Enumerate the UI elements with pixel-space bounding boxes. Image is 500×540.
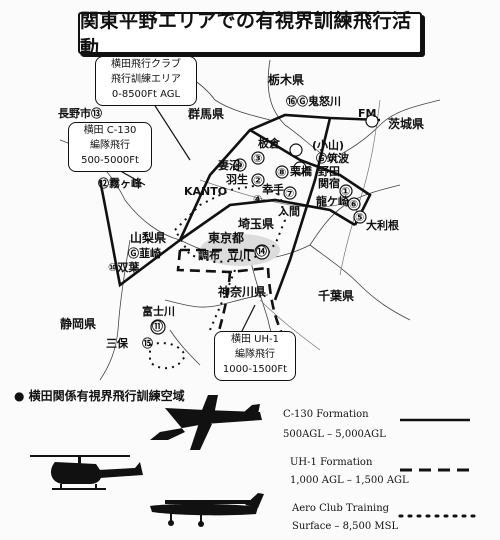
label-saitama: 埼玉県	[238, 217, 275, 231]
legend-c130: C-130 Formation 500AGL – 5,000AGL	[283, 408, 386, 442]
site-tachikawa: 立川	[228, 249, 250, 262]
rivers	[199, 99, 381, 351]
uh1-callout: 横田 UH-1 編隊飛行 1000-1500Ft	[214, 331, 296, 381]
marker-14: ⑭	[256, 245, 267, 258]
site-oyama: (小山)	[312, 139, 345, 152]
legend-uh1-line-2: 1,000 AGL – 1,500 AGL	[290, 475, 409, 486]
uh1-callout-line-3: 1000-1500Ft	[222, 364, 288, 375]
label-tokyo: 東京都	[208, 231, 245, 245]
marker-5: ⑤	[355, 211, 365, 224]
legend-aero-club: Aero Club Training Surface – 8,500 MSL	[292, 502, 398, 534]
legend-aero-line-1: Aero Club Training	[292, 503, 390, 514]
aero-club-silhouette	[150, 493, 264, 527]
site-hanyu: 羽生	[226, 173, 248, 186]
site-fm: FM	[358, 107, 377, 120]
site-noda: 野田	[318, 165, 340, 178]
marker-8: ⑧	[277, 166, 287, 179]
label-chiba: 千葉県	[318, 289, 355, 303]
legend-c130-line-2: 500AGL – 5,000AGL	[283, 429, 386, 440]
site-fujikawa: 富士川	[142, 305, 175, 318]
site-otone: 大利根	[366, 219, 399, 232]
marker-1: ①	[341, 185, 351, 198]
site-ryugasaki: 龍ケ崎	[316, 195, 349, 208]
label-yamanashi: 山梨県	[130, 231, 167, 245]
site-sekiyado: 関宿	[318, 177, 340, 190]
c130-callout-line-2: 編隊飛行	[90, 140, 130, 151]
map-title: 関東平野エリアでの有視界訓練飛行活動	[80, 10, 412, 59]
site-iruma: 入間	[278, 205, 300, 218]
site-chofu: 調布	[198, 249, 220, 262]
uh1-silhouette	[30, 455, 143, 490]
site-tsukuba: Ⓖ筑波	[316, 152, 349, 165]
label-tochigi: 栃木県	[268, 73, 305, 87]
label-shizuoka: 静岡県	[60, 317, 97, 331]
marker-11: ⑪	[152, 320, 163, 333]
site-markers	[150, 114, 379, 335]
c130-silhouette	[150, 395, 262, 450]
site-tsumagoi: 妻沼	[218, 159, 240, 172]
site-satte: 幸手	[262, 183, 284, 196]
site-miho: 三保	[106, 337, 128, 350]
marker-9: ⑨	[235, 159, 245, 172]
title-box: 関東平野エリアでの有視界訓練飛行活動	[78, 10, 422, 59]
site-nirasaki: Ⓖ韮崎	[128, 247, 161, 260]
site-kinugawa: ⑯Ⓖ鬼怒川	[286, 95, 341, 108]
site-futaba: ⑩双葉	[108, 261, 140, 274]
uh1-callout-line-1: 横田 UH-1	[231, 334, 279, 345]
c130-callout-line-3: 500-5000Ft	[81, 155, 139, 166]
marker-6: ⑥	[349, 198, 359, 211]
marker-7: ⑦	[285, 187, 295, 200]
marker-3: ③	[253, 152, 263, 165]
site-kanto: KANTO	[184, 185, 228, 198]
site-itakura: 板倉	[258, 137, 280, 150]
marker-4: ④	[253, 193, 263, 206]
aero-club-callout-line-2: 飛行訓練エリア	[111, 74, 181, 85]
uh1-callout-line-2: 編隊飛行	[235, 349, 275, 360]
site-kurihashi: 栗橋	[290, 165, 312, 178]
aero-club-route	[149, 183, 287, 370]
site-kirigamine: ⑫霧ヶ峰	[98, 177, 142, 190]
marker-15: ⑮	[142, 337, 153, 350]
label-kanagawa: 神奈川県	[218, 285, 267, 299]
aero-club-callout: 横田飛行クラブ 飛行訓練エリア 0-8500Ft AGL	[95, 56, 197, 106]
legend-aero-line-2: Surface – 8,500 MSL	[292, 521, 399, 532]
marker-2: ②	[253, 174, 263, 187]
site-nagano: 長野市⑬	[58, 107, 102, 120]
legend-c130-line-1: C-130 Formation	[283, 409, 369, 420]
c130-route	[98, 113, 381, 301]
legend-uh1: UH-1 Formation 1,000 AGL – 1,500 AGL	[290, 456, 409, 488]
c130-callout-line-1: 横田 C-130	[83, 125, 137, 136]
aero-club-callout-line-3: 0-8500Ft AGL	[111, 89, 181, 100]
label-gunma: 群馬県	[188, 107, 225, 121]
legend-heading: ● 横田関係有視界飛行訓練空域	[14, 389, 185, 403]
label-ibaraki: 茨城県	[388, 117, 425, 131]
aero-club-callout-line-1: 横田飛行クラブ	[111, 59, 181, 70]
legend-uh1-line-1: UH-1 Formation	[290, 457, 373, 468]
c130-callout: 横田 C-130 編隊飛行 500-5000Ft	[68, 122, 152, 172]
